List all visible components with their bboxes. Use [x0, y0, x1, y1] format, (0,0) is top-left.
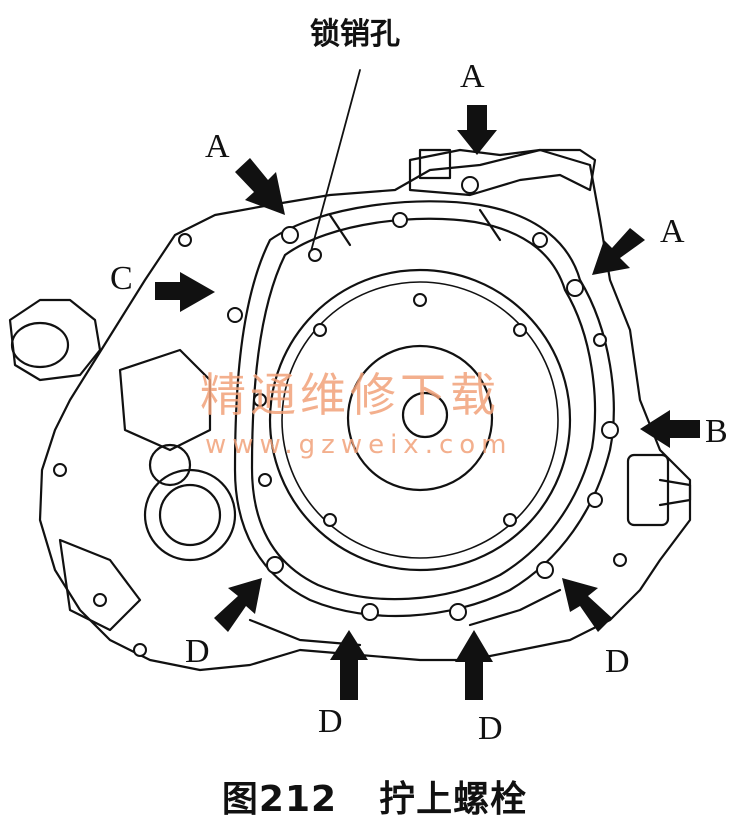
bolt-hole: [93, 593, 107, 607]
left-bracket: [118, 348, 212, 452]
bolt-hole: [53, 463, 67, 477]
bolt-hole: [461, 176, 479, 194]
bolt-hole: [323, 513, 337, 527]
differential-inner: [158, 483, 222, 547]
label-a-top: A: [460, 58, 485, 95]
caption-text: 拧上螺栓: [379, 779, 528, 820]
arrow-d-right: [562, 578, 612, 632]
arrow-d-mid2: [455, 630, 493, 700]
bolt-hole: [178, 233, 192, 247]
label-c: C: [110, 260, 133, 297]
bolt-hole: [601, 421, 619, 439]
converter-hub-ring: [346, 344, 494, 492]
bolt-hole: [587, 492, 603, 508]
bolt-hole: [281, 226, 299, 244]
arrow-b: [640, 410, 700, 448]
caption-number: 图212: [221, 779, 338, 820]
arrow-a-left: [235, 158, 285, 215]
watermark-url: www.gzweix.com: [205, 430, 513, 460]
top-connector: [418, 148, 452, 180]
bolt-hole: [413, 293, 427, 307]
bolt-hole: [503, 513, 517, 527]
arrow-a-right: [592, 228, 645, 275]
bolt-hole: [258, 473, 272, 487]
callout-leader: [309, 69, 361, 256]
bolt-hole: [313, 323, 327, 337]
bolt-hole: [513, 323, 527, 337]
label-d-mid2: D: [478, 710, 503, 747]
converter-outer-ring: [268, 268, 572, 572]
bolt-hole: [536, 561, 554, 579]
bolt-hole: [361, 603, 379, 621]
converter-mid-ring: [281, 281, 559, 559]
left-shaft-end: [10, 321, 70, 369]
label-d-left: D: [185, 633, 210, 670]
bolt-hole: [253, 393, 267, 407]
bolt-hole: [266, 556, 284, 574]
bell-housing-inner-flange: [250, 217, 597, 601]
arrow-a-top: [457, 105, 497, 155]
bolt-hole: [227, 307, 243, 323]
label-a-left: A: [205, 128, 230, 165]
label-d-right: D: [605, 643, 630, 680]
watermark-title: 精通维修下载: [200, 368, 500, 422]
lower-rib-1: [248, 618, 362, 647]
arrow-d-left: [214, 578, 262, 632]
right-connector: [626, 453, 670, 527]
bolt-hole: [308, 248, 322, 262]
housing-outline: [38, 148, 692, 672]
label-a-right: A: [660, 213, 685, 250]
left-lower-bracket: [58, 538, 142, 632]
arrow-d-mid1: [330, 630, 368, 700]
bolt-hole: [532, 232, 548, 248]
bolt-hole: [593, 333, 607, 347]
bolt-hole: [566, 279, 584, 297]
top-valve-body: [408, 148, 597, 197]
upper-rib-2: [478, 208, 502, 242]
pin-hole-label: 锁销孔: [310, 17, 400, 52]
lower-rib-2: [468, 588, 562, 627]
bolt-hole: [133, 643, 147, 657]
arrow-c: [155, 272, 215, 312]
left-extension: [8, 298, 102, 382]
right-stub: [658, 478, 692, 507]
differential-outer: [143, 468, 237, 562]
differential-seal: [148, 443, 192, 487]
label-d-mid1: D: [318, 703, 343, 740]
bolt-hole: [613, 553, 627, 567]
upper-rib-1: [328, 213, 352, 247]
bolt-hole: [392, 212, 408, 228]
label-b: B: [705, 413, 728, 450]
converter-center-bore: [401, 391, 449, 439]
bell-housing-flange: [233, 200, 615, 618]
figure-caption: 图212 拧上螺栓: [0, 770, 749, 820]
bolt-hole: [449, 603, 467, 621]
